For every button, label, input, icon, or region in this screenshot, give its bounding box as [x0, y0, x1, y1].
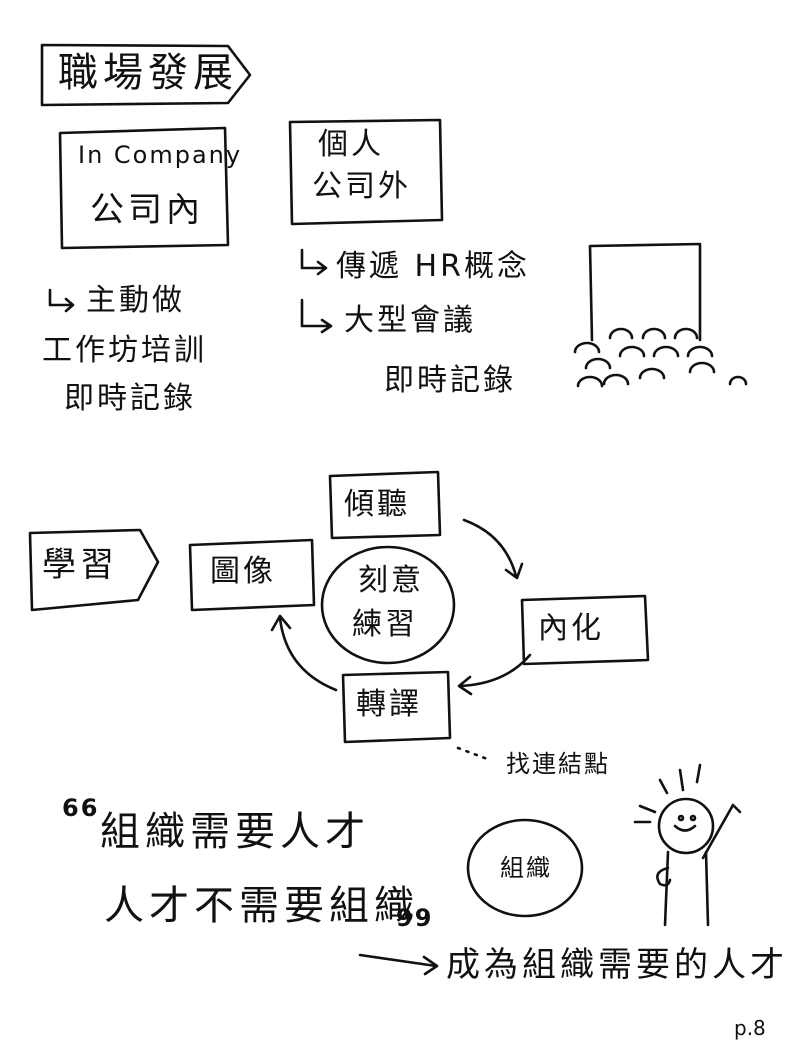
cycle-internalize: 內化	[538, 611, 604, 646]
learning-banner-outline	[28, 528, 160, 612]
stick-figure	[633, 763, 742, 927]
left-item-1: 主動做	[86, 283, 185, 318]
personal-box	[288, 118, 444, 226]
arrow-listen-to-internalize	[462, 518, 524, 580]
in-company-box	[58, 126, 230, 250]
practice-ellipse	[320, 545, 456, 665]
quote-open-mark: 66	[62, 794, 100, 822]
cycle-image: 圖像	[210, 554, 276, 589]
right-item-3: 即時記錄	[384, 363, 516, 398]
practice-line1: 刻意	[358, 563, 424, 598]
career-title: 職場發展	[58, 50, 238, 96]
stage-screen	[588, 242, 702, 342]
right-item-1: 傳遞 HR概念	[336, 249, 530, 284]
title-banner-outline	[40, 43, 252, 107]
result-arrow	[358, 953, 439, 976]
personal-line2: 公司外	[312, 169, 411, 204]
quote-close-mark: 99	[396, 904, 434, 932]
quote-line2: 人才不需要組織	[104, 883, 419, 929]
quote-line1: 組織需要人才	[100, 809, 370, 855]
connect-dots	[456, 746, 492, 762]
right-item-2: 大型會議	[344, 303, 476, 338]
hook-arrow-right-1	[300, 248, 328, 276]
organization-bubble-label: 組織	[500, 854, 552, 882]
personal-line1: 個人	[318, 127, 384, 162]
hook-arrow-left	[48, 288, 75, 313]
image-box	[188, 538, 316, 612]
quote-result: 成為組織需要的人才	[446, 945, 788, 985]
in-company-en: In Company	[78, 141, 243, 169]
cycle-listen: 傾聽	[344, 487, 410, 522]
connect-note: 找連結點	[506, 750, 610, 778]
page-number: p.8	[734, 1016, 766, 1040]
left-item-3: 即時記錄	[64, 381, 196, 416]
in-company-zh: 公司內	[90, 190, 204, 230]
internalize-box	[520, 594, 650, 666]
arrow-internalize-to-translate	[457, 653, 532, 696]
audience-heads	[573, 327, 748, 388]
cycle-translate: 轉譯	[356, 687, 422, 722]
organization-bubble	[466, 818, 584, 918]
translate-box	[341, 670, 452, 744]
left-item-2: 工作坊培訓	[42, 333, 207, 368]
arrow-translate-to-image	[270, 614, 338, 692]
listen-box	[328, 470, 442, 540]
hook-arrow-right-2	[300, 298, 333, 334]
learning-title: 學習	[42, 545, 118, 585]
practice-line2: 練習	[352, 607, 418, 642]
